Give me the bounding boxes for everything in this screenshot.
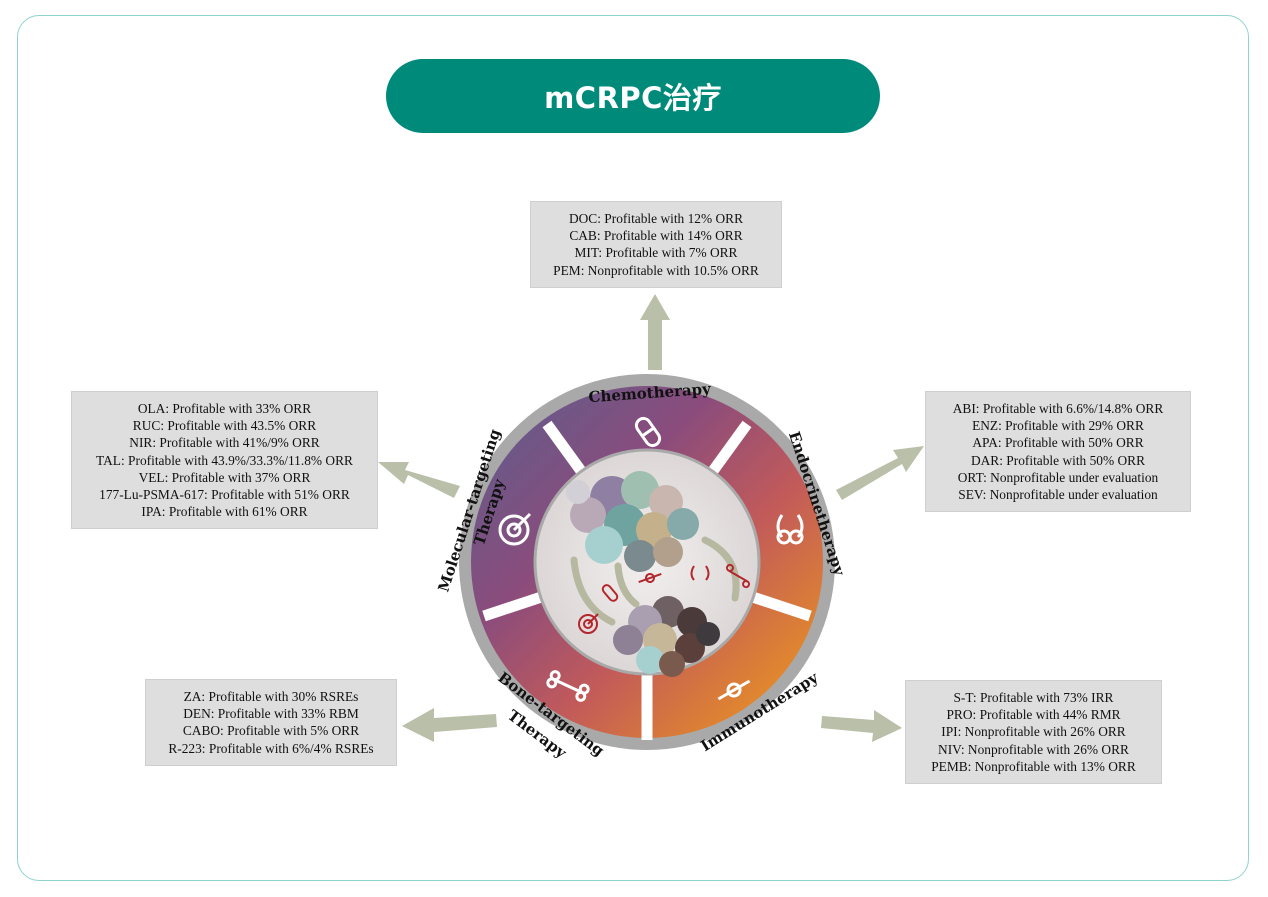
arrow-immuno [821, 710, 902, 742]
bone-item: CABO: Profitable with 5% ORR [182, 723, 360, 739]
target-icon [578, 613, 599, 634]
immuno-item: PEMB: Nonprofitable with 13% ORR [931, 758, 1136, 774]
immuno-item: S-T: Profitable with 73% IRR [953, 690, 1114, 705]
endo-item: ORT: Nonprofitable under evaluation [957, 469, 1159, 485]
endo-item: SEV: Nonprofitable under evaluation [958, 487, 1158, 503]
bone-box: ZA: Profitable with 30% RSREs DEN: Profi… [145, 679, 397, 766]
arrow-endo [836, 446, 924, 500]
molecular-item: IPA: Profitable with 61% ORR [141, 504, 308, 520]
molecular-item: VEL: Profitable with 37% ORR [138, 469, 311, 485]
immuno-box: S-T: Profitable with 73% IRR PRO: Profit… [905, 680, 1162, 785]
chemo-item: CAB: Profitable with 14% ORR [569, 228, 743, 244]
immuno-item: NIV: Nonprofitable with 26% ORR [938, 741, 1129, 757]
tumor-cluster-top [566, 471, 699, 572]
ring-icons [498, 416, 804, 702]
bone-item: R-223: Profitable with 6%/4% RSREs [168, 740, 374, 756]
kidneys-icon [690, 565, 710, 581]
molecular-item: OLA: Profitable with 33% ORR [137, 401, 312, 416]
chemo-item: MIT: Profitable with 7% ORR [574, 245, 738, 261]
tumor-cluster-bottom [613, 596, 720, 677]
arrows [378, 294, 924, 742]
endo-item: ENZ: Profitable with 29% ORR [972, 418, 1144, 434]
arrow-molecular [378, 462, 460, 498]
bone-item: DEN: Profitable with 33% RBM [183, 706, 359, 722]
immuno-item: PRO: Profitable with 44% RMR [946, 707, 1121, 723]
inner-icons [578, 563, 751, 634]
syringe-icon [717, 679, 751, 701]
chemo-box: DOC: Profitable with 12% ORR CAB: Profit… [530, 201, 782, 288]
molecular-item: TAL: Profitable with 43.9%/33.3%/11.8% O… [96, 452, 353, 468]
target-icon [498, 512, 532, 546]
inner-arrows [570, 536, 740, 626]
molecular-box: OLA: Profitable with 33% ORR RUC: Profit… [71, 391, 378, 530]
endo-item: DAR: Profitable with 50% ORR [970, 452, 1146, 468]
kidneys-icon [776, 514, 804, 545]
bone-icon [725, 563, 751, 589]
molecular-item: 177-Lu-PSMA-617: Profitable with 51% ORR [99, 487, 350, 503]
capsule-icon [601, 584, 619, 602]
page-title: mCRPC治疗 [386, 59, 880, 133]
arrow-bone [402, 708, 497, 742]
chemo-item: DOC: Profitable with 12% ORR [568, 211, 744, 226]
syringe-icon [638, 572, 662, 584]
endo-box: ABI: Profitable with 6.6%/14.8% ORR ENZ:… [925, 391, 1191, 513]
molecular-item: NIR: Profitable with 41%/9% ORR [129, 435, 320, 451]
endo-item: APA: Profitable with 50% ORR [972, 435, 1144, 451]
chemo-item: PEM: Nonprofitable with 10.5% ORR [553, 262, 759, 278]
bone-item: ZA: Profitable with 30% RSREs [183, 689, 359, 704]
bone-icon [546, 670, 590, 702]
immuno-item: IPI: Nonprofitable with 26% ORR [941, 724, 1126, 740]
arrow-chemo [640, 294, 670, 370]
endo-item: ABI: Profitable with 6.6%/14.8% ORR [952, 401, 1164, 416]
capsule-icon [634, 416, 662, 448]
molecular-item: RUC: Profitable with 43.5% ORR [132, 418, 317, 434]
